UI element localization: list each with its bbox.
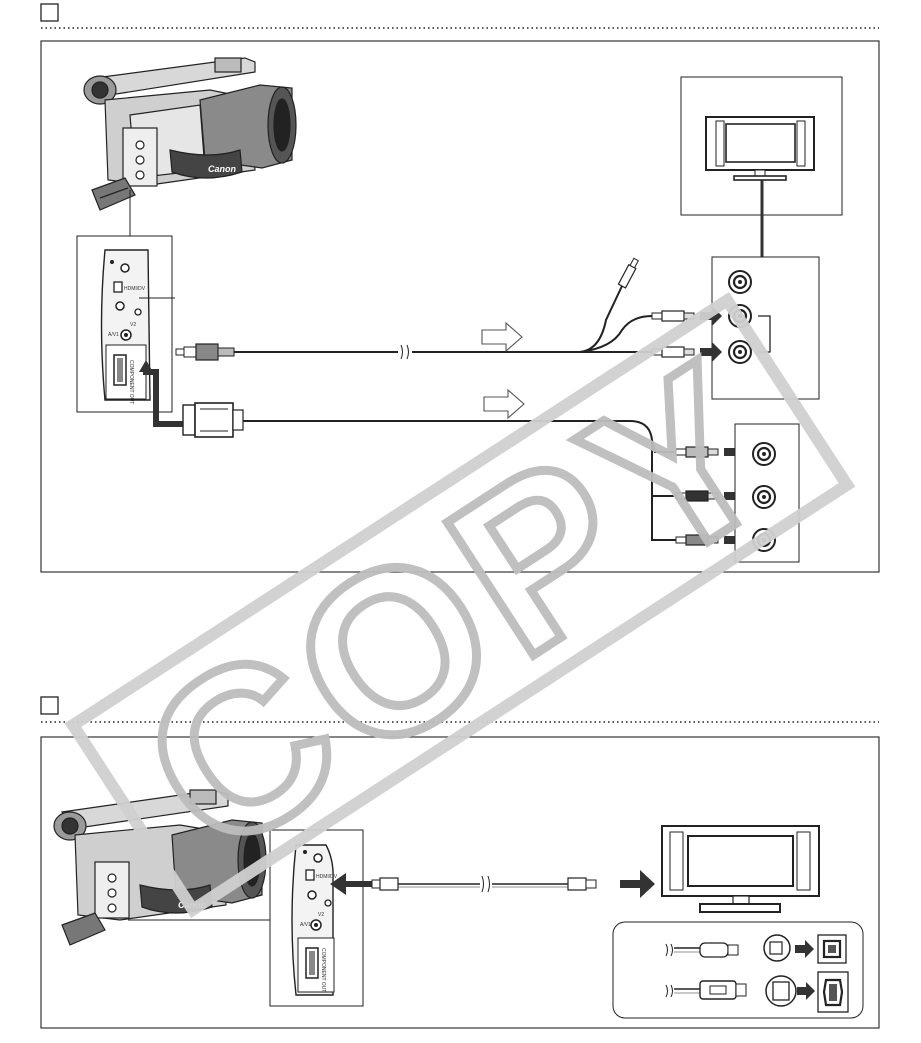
jack-label-v2-1: V2 [130,322,136,328]
jack-label-hdmi-1: HDMI/DV [124,286,146,292]
jack-label-hdmi-2: HDMI/DV [316,874,338,880]
jack-label-v2-2: V2 [318,912,324,918]
dv-cable [330,870,655,898]
section1-checkbox [40,3,59,22]
jack-label-av-1: A/V1 [108,332,119,338]
tv-av-input-panel [711,256,820,400]
jack-label-component-1: COMPONENT OUT [128,360,134,404]
jack-label-av-2: A/V1 [300,922,311,928]
jack-panel-closeup-2: HDMI/DV V2 A/V1 COMPONENT OUT [269,829,364,1007]
tv-illustration-2 [661,825,820,913]
camera-logo-1: Canon [208,164,237,174]
section1-frame [40,40,880,573]
av-signal-direction-arrow [481,321,523,353]
watermark-text: COPY [101,311,821,903]
camcorder-illustration-1 [83,57,297,211]
jack-panel-closeup-1: HDMI/DV V2 A/V1 COMPONENT OUT [76,235,175,413]
component-signal-direction-arrow [483,388,525,420]
jack-label-component-2: COMPONENT OUT [320,948,326,992]
section2-checkbox [40,696,59,715]
dv-connector-types-inset [612,921,864,1019]
